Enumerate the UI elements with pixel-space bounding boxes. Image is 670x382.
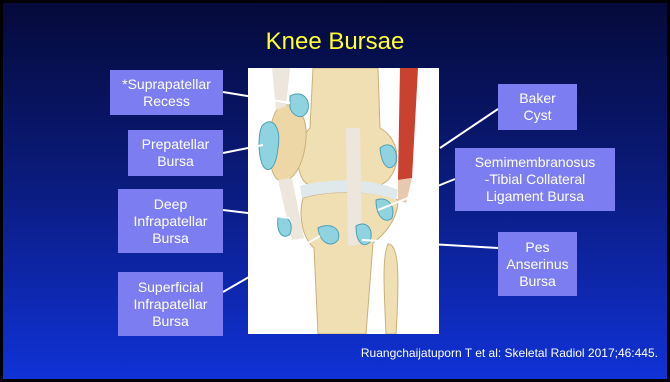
label-prepatellar-bursa: Prepatellar Bursa [128,130,223,176]
label-text: Semimembranosus -Tibial Collateral Ligam… [475,154,596,205]
leader-baker [440,109,498,148]
leader-suprapatellar [223,92,290,103]
label-text: Prepatellar Bursa [142,136,210,170]
label-text: Superficial Infrapatellar Bursa [134,279,208,330]
label-pes-anserinus-bursa: Pes Anserinus Bursa [498,232,577,296]
citation-text: Ruangchaijatuporn T et al: Skeletal Radi… [361,346,658,360]
label-baker-cyst: Baker Cyst [498,84,577,130]
label-deep-infrapatellar-bursa: Deep Infrapatellar Bursa [118,189,223,253]
leader-pes-anserinus [362,240,498,248]
leader-prepatellar [223,145,263,153]
leader-semimembranosus [378,179,455,210]
leader-superficial-infrapatellar [223,236,320,292]
label-suprapatellar-recess: *Suprapatellar Recess [110,70,223,115]
label-superficial-infrapatellar-bursa: Superficial Infrapatellar Bursa [118,272,223,336]
label-text: Baker Cyst [519,90,556,124]
label-text: Pes Anserinus Bursa [506,239,568,290]
leader-deep-infrapatellar [223,210,290,218]
label-text: *Suprapatellar Recess [122,76,211,110]
label-semimembranosus-bursa: Semimembranosus -Tibial Collateral Ligam… [455,148,615,211]
label-text: Deep Infrapatellar Bursa [134,196,208,247]
